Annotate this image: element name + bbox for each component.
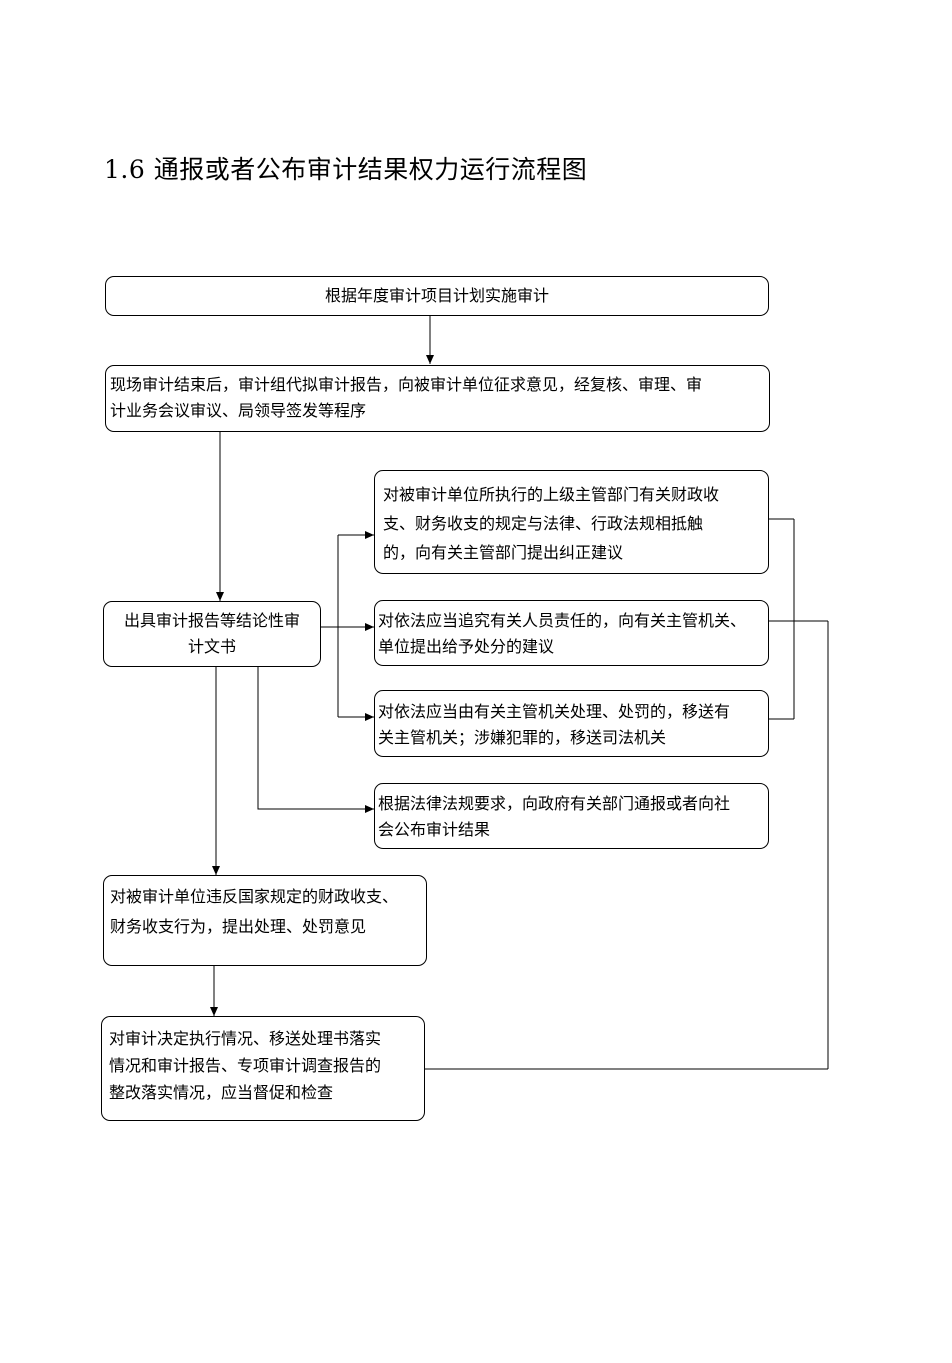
issue-line-1: 出具审计报告等结论性审 bbox=[123, 611, 300, 630]
correction-box: 对被审计单位所执行的上级主管部门有关财政收 支、财务收支的规定与法律、行政法规相… bbox=[374, 470, 769, 574]
publish-results-box: 根据法律法规要求，向政府有关部门通报或者向社 会公布审计结果 bbox=[374, 783, 769, 849]
correction-line-3: 的，向有关主管部门提出纠正建议 bbox=[383, 543, 624, 562]
transfer-box: 对依法应当由有关主管机关处理、处罚的，移送有 关主管机关；涉嫌犯罪的，移送司法机… bbox=[374, 690, 769, 757]
violation-line-2: 财务收支行为，提出处理、处罚意见 bbox=[110, 917, 367, 936]
disciplinary-box: 对依法应当追究有关人员责任的，向有关主管机关、 单位提出给予处分的建议 bbox=[374, 600, 769, 666]
publish-line-1: 根据法律法规要求，向政府有关部门通报或者向社 bbox=[378, 794, 731, 813]
supervision-line-2: 情况和审计报告、专项审计调查报告的 bbox=[109, 1056, 382, 1075]
disciplinary-line-1: 对依法应当追究有关人员责任的，向有关主管机关、 bbox=[378, 611, 747, 630]
violation-opinion-box: 对被审计单位违反国家规定的财政收支、 财务收支行为，提出处理、处罚意见 bbox=[103, 875, 427, 966]
report-line-2: 计业务会议审议、局领导签发等程序 bbox=[110, 401, 367, 420]
report-line-1: 现场审计结束后，审计组代拟审计报告，向被审计单位征求意见，经复核、审理、审 bbox=[110, 375, 703, 394]
transfer-line-2: 关主管机关；涉嫌犯罪的，移送司法机关 bbox=[378, 728, 667, 747]
page-title: 1.6 通报或者公布审计结果权力运行流程图 bbox=[104, 155, 588, 184]
supervision-box: 对审计决定执行情况、移送处理书落实 情况和审计报告、专项审计调查报告的 整改落实… bbox=[101, 1016, 425, 1121]
arrow-issue-to-publish bbox=[257, 667, 374, 813]
supervision-line-3: 整改落实情况，应当督促和检查 bbox=[109, 1083, 334, 1102]
plan-text: 根据年度审计项目计划实施审计 bbox=[324, 286, 549, 305]
issue-document-box: 出具审计报告等结论性审 计文书 bbox=[103, 601, 321, 667]
transfer-line-1: 对依法应当由有关主管机关处理、处罚的，移送有 bbox=[378, 702, 731, 721]
plan-box: 根据年度审计项目计划实施审计 bbox=[105, 276, 769, 316]
publish-line-2: 会公布审计结果 bbox=[378, 820, 491, 839]
correction-line-2: 支、财务收支的规定与法律、行政法规相抵触 bbox=[383, 514, 704, 533]
issue-line-2: 计文书 bbox=[187, 637, 236, 656]
supervision-line-1: 对审计决定执行情况、移送处理书落实 bbox=[109, 1029, 382, 1048]
report-box: 现场审计结束后，审计组代拟审计报告，向被审计单位征求意见，经复核、审理、审 计业… bbox=[105, 365, 770, 432]
violation-line-1: 对被审计单位违反国家规定的财政收支、 bbox=[110, 887, 399, 906]
correction-line-1: 对被审计单位所执行的上级主管部门有关财政收 bbox=[383, 485, 720, 504]
disciplinary-line-2: 单位提出给予处分的建议 bbox=[378, 637, 555, 656]
